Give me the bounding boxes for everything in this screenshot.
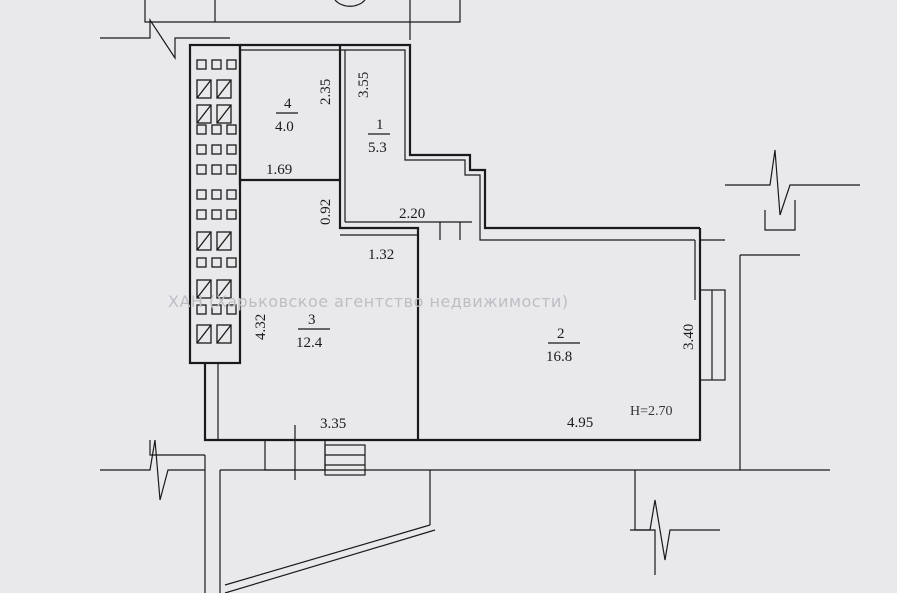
room-area: 12.4	[296, 335, 323, 351]
right-break-lines	[630, 149, 860, 575]
dimension-1-69: 1.69	[266, 162, 292, 178]
room-area: 4.0	[275, 119, 294, 135]
vent-cell	[196, 209, 207, 220]
room-number: 2	[557, 326, 565, 342]
room-1-label: 1 5.3	[368, 117, 390, 156]
vent-cell	[226, 144, 237, 155]
room-area: 16.8	[546, 349, 572, 365]
vent-cell	[226, 189, 237, 200]
vent-cell	[211, 209, 222, 220]
dimension-2-20: 2.20	[399, 206, 425, 222]
top-break-lines	[100, 0, 461, 61]
vent-cell-diagonal	[196, 279, 212, 299]
vent-cell	[226, 59, 237, 70]
room-4-label: 4 4.0	[275, 96, 298, 135]
vent-cell	[196, 104, 212, 124]
vent-cell	[216, 79, 232, 99]
vent-cell	[196, 304, 207, 315]
vent-cell	[196, 79, 212, 99]
room-number: 4	[284, 96, 292, 112]
dimension-0-92: 0.92	[318, 199, 334, 225]
vent-cell-diagonal	[216, 231, 232, 251]
vent-cell	[211, 164, 222, 175]
vent-cell	[196, 257, 207, 268]
ceiling-height: H=2.70	[630, 404, 673, 419]
room-3-label: 3 12.4	[296, 312, 330, 351]
vent-cell	[196, 279, 212, 299]
dimension-1-32: 1.32	[368, 247, 394, 263]
dimension-4-95: 4.95	[567, 415, 593, 431]
vent-cell-diagonal	[216, 324, 232, 344]
vent-cell-diagonal	[196, 231, 212, 251]
room-number: 3	[308, 312, 316, 328]
vent-cell	[196, 59, 207, 70]
vent-cell	[226, 209, 237, 220]
vent-cell	[196, 124, 207, 135]
vent-cell	[211, 144, 222, 155]
vent-cell	[216, 324, 232, 344]
vent-cell-diagonal	[216, 79, 232, 99]
interior-partitions	[240, 45, 472, 440]
vent-cell	[216, 104, 232, 124]
vent-cell-diagonal	[216, 279, 232, 299]
vent-cell	[211, 189, 222, 200]
vent-cell	[196, 324, 212, 344]
room-2-label: 2 16.8	[546, 326, 580, 365]
dimension-labels: 2.35 3.55 1.69 0.92 2.20 1.32 4.32 3.35 …	[253, 72, 697, 432]
vent-cell	[211, 304, 222, 315]
vent-cell-diagonal	[196, 324, 212, 344]
dimension-3-55: 3.55	[356, 72, 372, 98]
outer-walls	[188, 43, 726, 442]
dimension-3-40: 3.40	[681, 324, 697, 350]
vent-cell	[211, 257, 222, 268]
dimension-2-35: 2.35	[318, 79, 334, 105]
vent-cell	[216, 279, 232, 299]
vent-cell	[196, 164, 207, 175]
dimension-4-32: 4.32	[253, 314, 269, 340]
vent-cell	[196, 144, 207, 155]
vent-cell	[196, 231, 212, 251]
vent-cell	[226, 124, 237, 135]
watermark-text: ХАН (Харьковское агентство недвижимости)	[168, 292, 569, 311]
vent-cell-diagonal	[196, 104, 212, 124]
vent-cell	[216, 231, 232, 251]
dimension-3-35: 3.35	[320, 416, 346, 432]
vent-cell-diagonal	[216, 104, 232, 124]
vent-shaft-cells	[196, 59, 237, 344]
vent-cell	[196, 189, 207, 200]
vent-cell-diagonal	[196, 79, 212, 99]
vent-cell	[226, 304, 237, 315]
vent-cell	[211, 124, 222, 135]
lower-structure	[100, 425, 635, 593]
vent-cell	[226, 164, 237, 175]
room-area: 5.3	[368, 140, 387, 156]
vent-cell	[226, 257, 237, 268]
room-number: 1	[376, 117, 384, 133]
vent-cell	[211, 59, 222, 70]
